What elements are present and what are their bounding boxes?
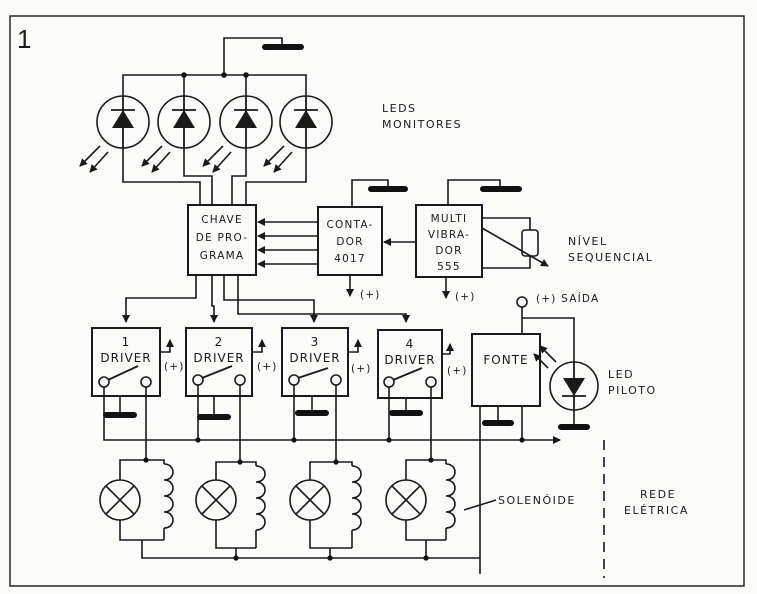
chave-label-2: DE PRO-: [196, 232, 248, 244]
load-group-2: [195, 385, 266, 549]
led-icon: [157, 95, 211, 149]
led-piloto-label-2: PILOTO: [608, 384, 657, 397]
ground-icon: [295, 410, 329, 416]
solenoid-icon: [351, 465, 362, 531]
ground-icon: [558, 424, 590, 430]
led-icon: [219, 95, 273, 149]
ground-icon: [368, 186, 408, 192]
driver-3-block: 3 DRIVER (+): [281, 327, 372, 416]
supply-bus: [103, 385, 561, 444]
led-to-chave-wires: [122, 148, 307, 205]
contador-label-2: DOR: [336, 236, 363, 248]
contador-label-1: CONTA-: [327, 219, 374, 231]
rede-label-2: ELÉTRICA: [624, 504, 689, 517]
monitor-led-bus: [122, 37, 307, 96]
multivibrador-label-3: DOR: [435, 245, 462, 257]
driver-2-block: 2 DRIVER (+): [185, 327, 278, 420]
contador-4017-block: CONTA- DOR 4017: [317, 206, 383, 276]
driver-3-plus: (+): [351, 363, 372, 375]
light-emission-icon: [79, 145, 293, 173]
chave-label-3: GRAMA: [200, 250, 244, 262]
led-piloto-icon: [522, 317, 599, 430]
saida-terminal-icon: [516, 296, 528, 308]
chave-label-1: CHAVE: [201, 214, 243, 226]
multivibrador-label-1: MULTI: [431, 213, 468, 225]
solenoid-icon: [163, 463, 174, 529]
driver-4-label: DRIVER: [384, 353, 435, 367]
ground-icon: [480, 186, 522, 192]
monitor-leds: [79, 95, 333, 173]
load-group-1: [99, 387, 174, 541]
driver-4-plus: (+): [447, 365, 468, 377]
figure-number: 1: [17, 24, 31, 54]
driver-2-label: DRIVER: [193, 351, 244, 365]
ground-icon: [197, 414, 231, 420]
load-group-4: [385, 387, 456, 541]
driver-1-block: 1 DRIVER (+): [91, 327, 185, 418]
rede-label-1: REDE: [640, 488, 676, 501]
driver-4-number: 4: [406, 337, 415, 351]
led-icon: [279, 95, 333, 149]
contador-outputs: [257, 218, 318, 268]
solenoid-icon: [445, 463, 456, 529]
solenoid-icon: [255, 465, 266, 531]
chave-de-programa-block: CHAVE DE PRO- GRAMA: [187, 204, 257, 276]
contador-plus-label: (+): [360, 289, 381, 301]
driver-1-number: 1: [122, 335, 131, 349]
ground-icon: [482, 420, 514, 426]
saida-label: (+) SAÍDA: [536, 292, 599, 305]
leds-monitores-label-2: MONITORES: [382, 118, 462, 131]
led-piloto-label-1: LED: [608, 368, 634, 381]
figure-frame: [9, 15, 745, 587]
nivel-label-2: SEQUENCIAL: [568, 251, 653, 264]
multivibrador-555-block: MULTI VIBRA- DOR 555: [415, 204, 483, 278]
multivibrador-label-2: VIBRA-: [428, 229, 470, 241]
driver-3-number: 3: [311, 335, 320, 349]
multivibrador-plus-label: (+): [455, 291, 476, 303]
potentiometer-icon: [481, 217, 549, 269]
driver-1-label: DRIVER: [100, 351, 151, 365]
nivel-label-1: NÍVEL: [568, 235, 608, 248]
chave-to-driver-wires: [122, 275, 410, 323]
fonte-label: FONTE: [483, 353, 528, 367]
multivibrador-label-4: 555: [437, 261, 461, 273]
leds-monitores-label-1: LEDS: [382, 102, 417, 115]
contador-label-3: 4017: [334, 253, 366, 265]
driver-3-label: DRIVER: [289, 351, 340, 365]
ground-icon: [103, 412, 137, 418]
return-bus: [141, 406, 481, 574]
fonte-block: FONTE: [471, 333, 541, 426]
led-icon: [96, 95, 150, 149]
ground-icon: [389, 410, 423, 416]
ground-icon: [262, 44, 304, 50]
driver-2-plus: (+): [257, 361, 278, 373]
solenoide-label: SOLENÓIDE: [498, 494, 576, 507]
load-group-3: [289, 385, 362, 549]
driver-4-block: 4 DRIVER (+): [377, 329, 468, 416]
driver-2-number: 2: [215, 335, 224, 349]
driver-1-plus: (+): [164, 361, 185, 373]
